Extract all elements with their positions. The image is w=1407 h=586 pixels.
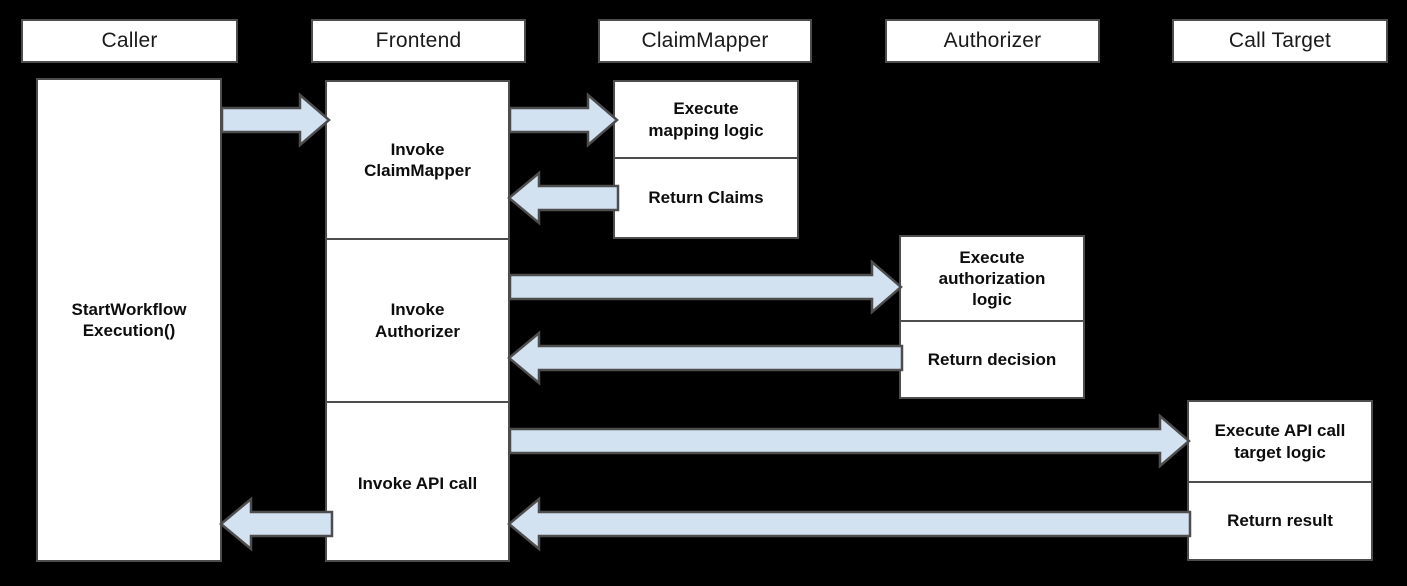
activation-label: Return result <box>1227 511 1333 531</box>
activation-segment-invoke-api-call: Invoke API call <box>327 401 508 564</box>
lane-header-authorizer[interactable]: Authorizer <box>885 19 1100 63</box>
message-arrow-return-to-caller[interactable] <box>219 496 334 552</box>
message-arrow-start-workflow[interactable] <box>220 92 331 148</box>
message-arrow-return-claims[interactable] <box>507 170 620 226</box>
lane-header-caller[interactable]: Caller <box>21 19 238 63</box>
activation-segment-return-claims: Return Claims <box>615 157 797 237</box>
message-arrow-invoke-api-call[interactable] <box>508 413 1191 469</box>
activation-segment-return-result: Return result <box>1189 481 1371 559</box>
lane-header-claimmapper[interactable]: ClaimMapper <box>598 19 812 63</box>
activation-label: Return Claims <box>648 188 764 208</box>
lane-header-claimmapper-label: ClaimMapper <box>641 29 769 52</box>
activation-label: Invoke API call <box>357 473 478 493</box>
message-arrow-return-result[interactable] <box>507 496 1192 552</box>
lane-header-calltarget-label: Call Target <box>1228 29 1332 52</box>
lane-header-frontend[interactable]: Frontend <box>311 19 526 63</box>
lane-header-authorizer-label: Authorizer <box>943 29 1042 52</box>
message-arrow-invoke-claimmapper[interactable] <box>508 92 619 148</box>
lane-header-calltarget[interactable]: Call Target <box>1172 19 1388 63</box>
lane-header-frontend-label: Frontend <box>375 29 462 52</box>
lane-header-caller-label: Caller <box>101 29 158 52</box>
message-arrow-invoke-authorizer[interactable] <box>508 259 903 315</box>
activation-segment-return-decision: Return decision <box>901 320 1083 397</box>
activation-label: Return decision <box>927 349 1057 369</box>
message-arrow-return-decision[interactable] <box>507 330 904 386</box>
